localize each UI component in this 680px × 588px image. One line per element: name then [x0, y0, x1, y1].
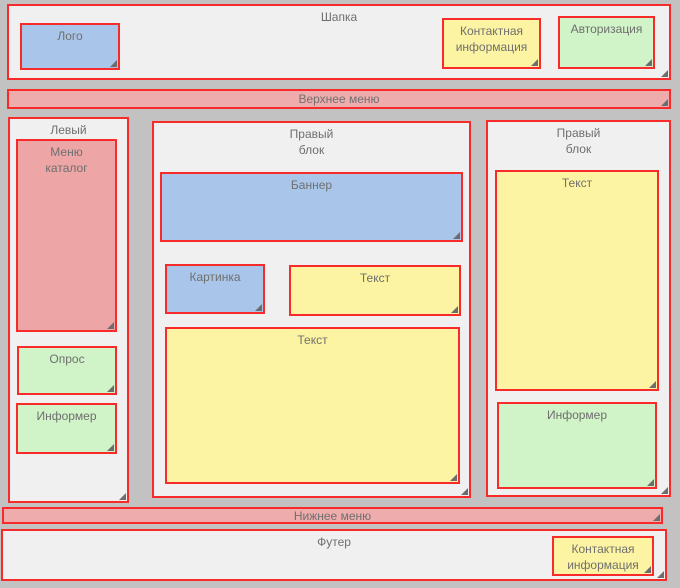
authorization-block[interactable]: Авторизация — [558, 16, 655, 69]
resize-handle-icon[interactable] — [119, 493, 126, 500]
bottom-menu-bar[interactable]: Нижнее меню — [2, 507, 663, 524]
right-column-section[interactable]: Правый блок Текст Информер — [486, 120, 671, 497]
right-informer-block[interactable]: Информер — [497, 402, 657, 489]
left-column-label: Левый — [50, 123, 87, 137]
header-contact-info-label: Контактная информация — [455, 24, 528, 54]
resize-handle-icon[interactable] — [644, 566, 651, 573]
poll-block[interactable]: Опрос — [17, 346, 117, 395]
middle-column-section[interactable]: Правый блок Баннер Картинка Текст Текст — [152, 121, 471, 498]
resize-handle-icon[interactable] — [657, 571, 664, 578]
right-text-block-label: Текст — [561, 176, 593, 190]
logo-block-label: Лого — [57, 29, 83, 43]
header-contact-info-block[interactable]: Контактная информация — [442, 18, 541, 69]
right-column-label: Правый блок — [556, 126, 601, 156]
text-block-top[interactable]: Текст — [289, 265, 461, 316]
bottom-menu-label: Нижнее меню — [293, 508, 372, 523]
resize-handle-icon[interactable] — [450, 474, 457, 481]
footer-section[interactable]: Футер Контактная информация — [1, 529, 667, 581]
resize-handle-icon[interactable] — [107, 444, 114, 451]
resize-handle-icon[interactable] — [661, 487, 668, 494]
footer-section-label: Футер — [317, 535, 351, 549]
resize-handle-icon[interactable] — [107, 322, 114, 329]
text-block-main[interactable]: Текст — [165, 327, 460, 484]
right-informer-label: Информер — [546, 408, 608, 422]
middle-column-label: Правый блок — [289, 127, 334, 157]
resize-handle-icon[interactable] — [661, 99, 668, 106]
resize-handle-icon[interactable] — [110, 60, 117, 67]
top-menu-label: Верхнее меню — [298, 92, 380, 106]
resize-handle-icon[interactable] — [107, 385, 114, 392]
resize-handle-icon[interactable] — [451, 306, 458, 313]
header-section-label: Шапка — [320, 10, 358, 24]
menu-catalog-block[interactable]: Меню каталог — [16, 139, 117, 332]
resize-handle-icon[interactable] — [649, 381, 656, 388]
logo-block[interactable]: Лого — [20, 23, 120, 70]
top-menu-bar[interactable]: Верхнее меню — [7, 89, 671, 109]
left-informer-block[interactable]: Информер — [16, 403, 117, 454]
left-column-section[interactable]: Левый Меню каталог Опрос Информер — [8, 117, 129, 503]
resize-handle-icon[interactable] — [647, 479, 654, 486]
text-block-main-label: Текст — [297, 333, 328, 347]
poll-block-label: Опрос — [49, 352, 85, 366]
header-section[interactable]: Шапка Лого Контактная информация Авториз… — [7, 4, 671, 80]
footer-contact-info-label: Контактная информация — [567, 542, 639, 572]
authorization-block-label: Авторизация — [570, 22, 643, 36]
resize-handle-icon[interactable] — [453, 232, 460, 239]
right-text-block[interactable]: Текст — [495, 170, 659, 391]
resize-handle-icon[interactable] — [645, 59, 652, 66]
banner-block[interactable]: Баннер — [160, 172, 463, 242]
resize-handle-icon[interactable] — [531, 59, 538, 66]
menu-catalog-label: Меню каталог — [45, 145, 88, 175]
footer-contact-info-block[interactable]: Контактная информация — [552, 536, 654, 576]
left-informer-label: Информер — [36, 409, 97, 423]
resize-handle-icon[interactable] — [255, 304, 262, 311]
resize-handle-icon[interactable] — [461, 488, 468, 495]
text-block-top-label: Текст — [359, 271, 391, 285]
picture-block[interactable]: Картинка — [165, 264, 265, 314]
banner-block-label: Баннер — [290, 178, 333, 192]
picture-block-label: Картинка — [189, 270, 241, 284]
resize-handle-icon[interactable] — [661, 70, 668, 77]
resize-handle-icon[interactable] — [653, 514, 660, 521]
